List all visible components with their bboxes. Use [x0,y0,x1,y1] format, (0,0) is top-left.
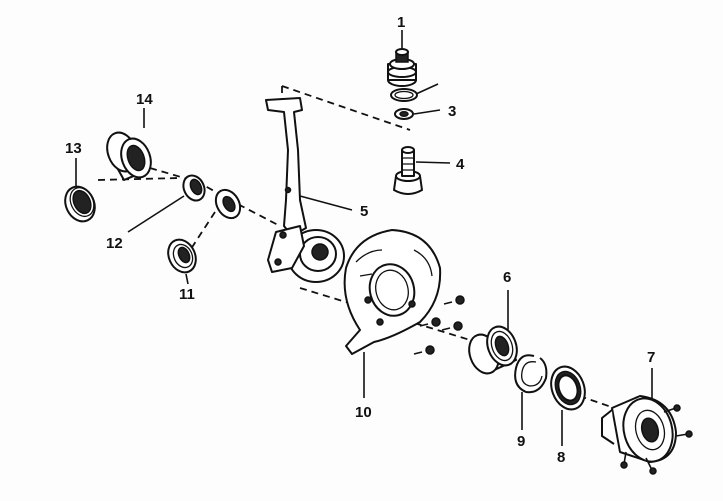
leader-2 [415,83,439,95]
bolt [413,345,435,355]
leader-4 [415,161,451,164]
leader-12 [127,195,185,233]
wheel-bearing [468,325,518,375]
dust-shield [343,229,442,355]
callout-labels: 1 3 4 5 6 7 8 9 10 11 12 13 14 [65,14,655,466]
axis-race-to-washer [184,211,216,259]
snap-ring-9 [514,354,548,394]
bolt [441,321,463,331]
callout-6: 6 [503,269,511,286]
axis-seal-to-hub [567,391,621,411]
callout-12: 12 [106,235,123,252]
bolts [413,295,465,355]
seal-13 [64,185,96,223]
leader-5 [299,195,353,211]
washer-3 [394,108,414,120]
callout-8: 8 [557,449,565,466]
ball-joint [393,146,423,195]
leader-3 [413,109,441,115]
callout-9: 9 [517,433,525,450]
callout-13: 13 [65,140,82,157]
callout-1: 1 [397,14,405,31]
bearing-11 [167,238,197,274]
outer-race-14 [106,131,152,181]
axis-seal-to-bearing [97,177,181,181]
bolt [443,295,465,305]
callout-4: 4 [456,156,465,173]
axis-knuckle-to-balljoint [281,85,411,131]
dust-boot [387,48,417,87]
snap-ring [390,88,418,102]
callout-7: 7 [647,349,655,366]
callout-3: 3 [448,103,456,120]
axis-upper [149,167,281,227]
bolt [419,317,441,327]
steering-knuckle [265,97,345,283]
leader-11 [185,273,189,285]
flat-washer [214,188,242,220]
callout-11: 11 [179,286,195,303]
bushing-12 [182,174,206,202]
callout-5: 5 [360,203,368,220]
wheel-hub [601,395,693,475]
leader-lines [75,30,653,446]
oil-seal-8 [550,365,586,411]
callout-10: 10 [355,404,372,421]
callout-14: 14 [136,91,153,108]
